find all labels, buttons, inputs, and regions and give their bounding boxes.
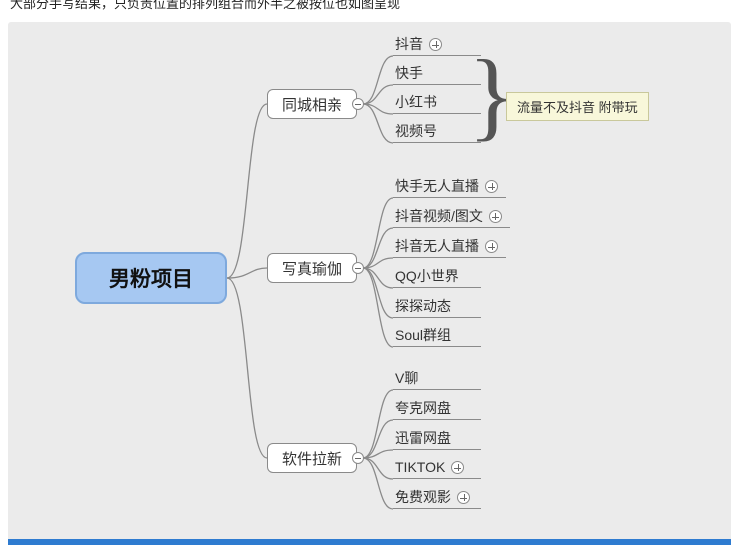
bottom-accent-bar xyxy=(8,539,731,545)
branch-topic-xiezhen[interactable]: 写真瑜伽 xyxy=(267,253,357,283)
branch-topic-label: 软件拉新 xyxy=(281,450,342,468)
collapse-icon[interactable] xyxy=(352,452,364,464)
branch-topic-ruanjian[interactable]: 软件拉新 xyxy=(267,443,357,473)
child-topic-label: 抖音无人直播 xyxy=(395,238,479,254)
collapse-icon[interactable] xyxy=(352,262,364,274)
child-topic[interactable]: 探探动态 xyxy=(393,298,481,318)
child-topic-label: 小红书 xyxy=(395,94,437,110)
child-topic[interactable]: 夸克网盘 xyxy=(393,400,481,420)
child-topic-label: QQ小世界 xyxy=(395,268,459,284)
child-topic-label: 探探动态 xyxy=(395,298,451,314)
child-topic-label: 快手 xyxy=(395,65,423,81)
clipped-header-text: 大部分手写结果，只负责位置的排列组合而外半之被按位也如图呈现 xyxy=(10,0,401,11)
expand-icon[interactable] xyxy=(457,491,470,504)
child-topic[interactable]: 免费观影 xyxy=(393,489,481,509)
summary-note[interactable]: 流量不及抖音 附带玩 xyxy=(506,92,649,121)
expand-icon[interactable] xyxy=(485,180,498,193)
child-topic[interactable]: 快手 xyxy=(393,65,481,85)
child-topic-label: 抖音 xyxy=(395,36,423,52)
child-topic[interactable]: 抖音视频/图文 xyxy=(393,208,510,228)
child-topic-label: 抖音视频/图文 xyxy=(395,208,483,224)
expand-icon[interactable] xyxy=(429,38,442,51)
root-topic[interactable]: 男粉项目 xyxy=(75,252,227,304)
child-topic[interactable]: TIKTOK xyxy=(393,459,481,479)
summary-note-label: 流量不及抖音 附带玩 xyxy=(517,100,638,115)
collapse-icon[interactable] xyxy=(352,98,364,110)
branch-topic-tongcheng[interactable]: 同城相亲 xyxy=(267,89,357,119)
child-topic[interactable]: 视频号 xyxy=(393,123,481,143)
child-topic-label: 夸克网盘 xyxy=(395,400,451,416)
child-topic[interactable]: 迅雷网盘 xyxy=(393,430,481,450)
child-topic[interactable]: 抖音无人直播 xyxy=(393,238,506,258)
child-topic-label: V聊 xyxy=(395,370,419,386)
child-topic-label: TIKTOK xyxy=(395,459,446,475)
child-topic[interactable]: V聊 xyxy=(393,370,481,390)
child-topic-label: 迅雷网盘 xyxy=(395,430,451,446)
expand-icon[interactable] xyxy=(485,240,498,253)
child-topic-label: 免费观影 xyxy=(395,489,451,505)
expand-icon[interactable] xyxy=(451,461,465,474)
branch-topic-label: 同城相亲 xyxy=(281,96,342,114)
branch-topic-label: 写真瑜伽 xyxy=(281,260,342,278)
child-topic[interactable]: Soul群组 xyxy=(393,327,481,347)
child-topic[interactable]: 抖音 xyxy=(393,36,481,56)
child-topic[interactable]: 小红书 xyxy=(393,94,481,114)
root-topic-label: 男粉项目 xyxy=(109,268,193,291)
child-topic-label: Soul群组 xyxy=(395,327,452,343)
expand-icon[interactable] xyxy=(488,210,502,223)
child-topic-label: 快手无人直播 xyxy=(395,178,479,194)
child-topic-label: 视频号 xyxy=(395,123,437,139)
child-topic[interactable]: QQ小世界 xyxy=(393,268,481,288)
child-topic[interactable]: 快手无人直播 xyxy=(393,178,506,198)
